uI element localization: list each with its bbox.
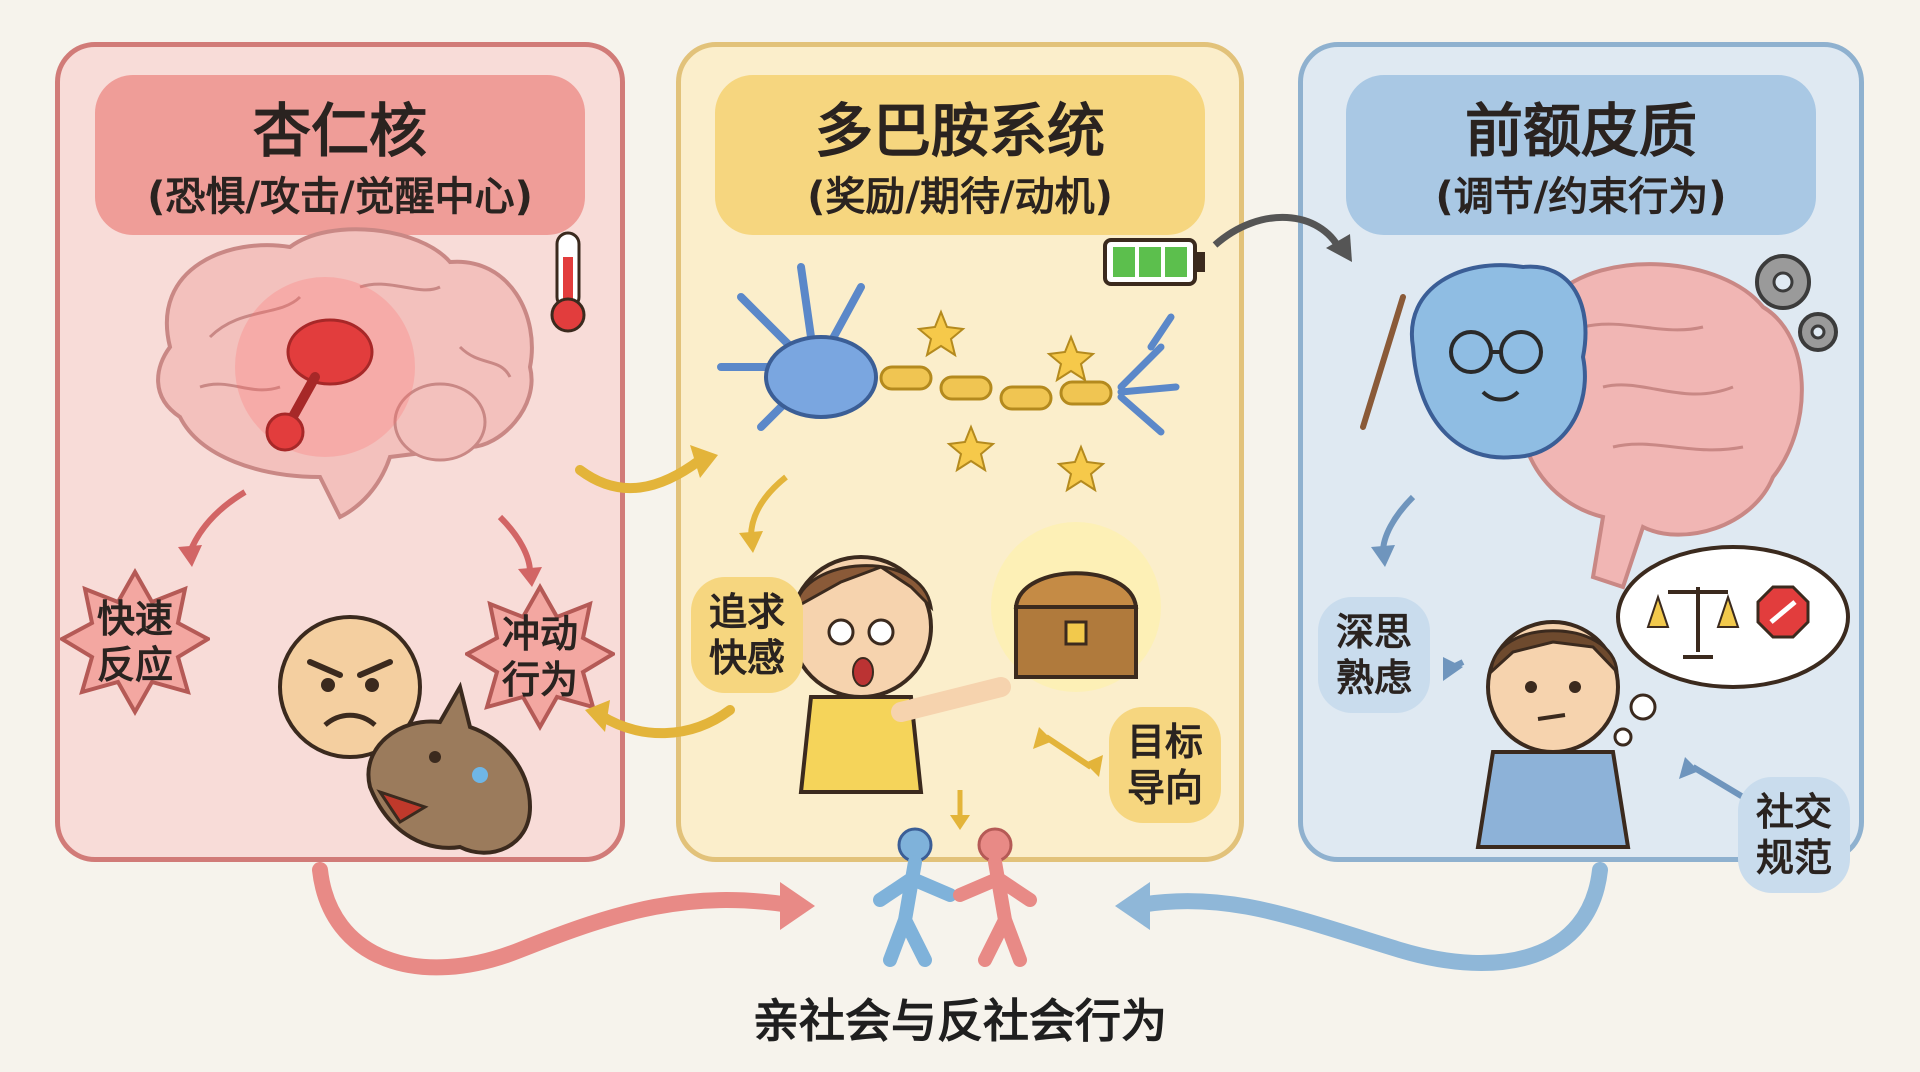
tag-fast-response: 快速 反应 <box>60 567 210 717</box>
people-icon <box>873 827 1037 967</box>
pfc-title-pill: 前额皮质 (调节/约束行为) <box>1346 75 1816 235</box>
dopamine-subtitle: (奖励/期待/动机) <box>807 174 1113 220</box>
amygdala-title: 杏仁核 <box>252 97 427 165</box>
neuron-icon <box>717 263 1180 436</box>
thermometer-icon <box>550 231 586 333</box>
stop-sign-icon <box>1756 585 1810 639</box>
amygdala-scene <box>156 227 542 855</box>
amygdala-glow <box>265 318 374 452</box>
panel-amygdala: 杏仁核 (恐惧/攻击/觉醒中心) <box>55 42 625 862</box>
dopamine-title: 多巴胺系统 <box>814 97 1105 165</box>
pfc-subtitle: (调节/约束行为) <box>1435 174 1727 220</box>
scales-icon <box>1646 587 1740 659</box>
tag-goal-oriented: 目标 导向 <box>1109 707 1222 823</box>
dopamine-scene <box>717 263 1180 794</box>
pfc-scene <box>1360 262 1850 849</box>
panel-prefrontal-cortex: 前额皮质 (调节/约束行为) <box>1298 42 1864 893</box>
battery-icon <box>1103 238 1205 286</box>
tag-impulsive-behavior: 冲动 行为 <box>465 582 615 732</box>
burst-shape <box>465 582 615 732</box>
pfc-character-icon <box>1360 263 1588 460</box>
thinking-boy-icon <box>1475 620 1631 849</box>
dog-icon <box>366 681 533 855</box>
boy-reaching-icon <box>789 555 1011 794</box>
panel-dopamine: 多巴胺系统 (奖励/期待/动机) <box>676 42 1244 862</box>
bottom-label: 亲社会与反社会行为 <box>753 994 1167 1048</box>
gears-icon <box>1755 254 1838 352</box>
brain-icon <box>1520 262 1804 590</box>
tag-seek-pleasure: 追求 快感 <box>691 577 804 693</box>
burst-shape <box>60 567 210 717</box>
pfc-title: 前额皮质 <box>1464 97 1697 165</box>
tag-deliberate: 深思 熟虑 <box>1318 597 1431 713</box>
tag-social-norms: 社交 规范 <box>1738 777 1851 893</box>
amygdala-subtitle: (恐惧/攻击/觉醒中心) <box>147 174 533 220</box>
amygdala-title-pill: 杏仁核 (恐惧/攻击/觉醒中心) <box>95 75 585 235</box>
treasure-chest-icon <box>991 522 1161 692</box>
thought-bubble <box>1613 545 1850 747</box>
dopamine-title-pill: 多巴胺系统 (奖励/期待/动机) <box>715 75 1205 235</box>
angry-face-icon <box>278 615 422 759</box>
